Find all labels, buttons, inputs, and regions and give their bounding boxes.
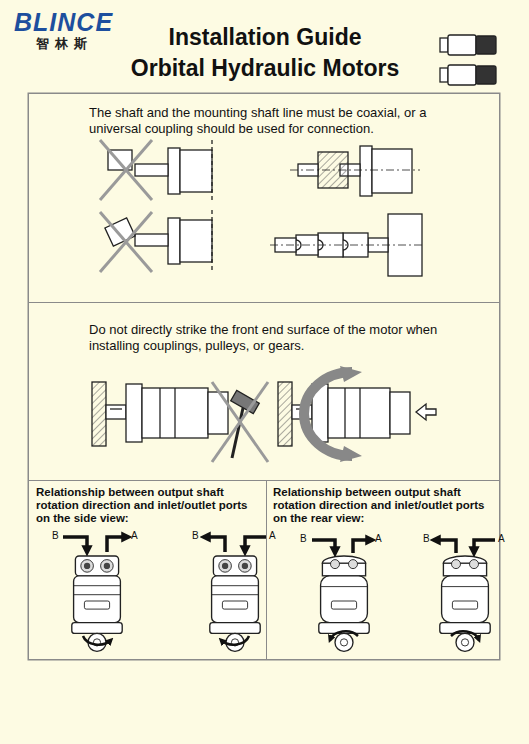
section-box: Do not directly strike the front end sur…	[28, 302, 500, 481]
brand-logo: BLINCE	[14, 10, 113, 35]
coaxial-figures	[105, 140, 425, 276]
turn-arrow	[304, 372, 352, 456]
port-label: A	[269, 531, 276, 541]
port-label: B	[192, 531, 199, 541]
section-box: The shaft and the mounting shaft line mu…	[28, 93, 500, 303]
turn-arrow-heads	[340, 366, 362, 462]
port-label: A	[375, 534, 382, 544]
section-text: The shaft and the mounting shaft line mu…	[89, 105, 469, 136]
port-label: A	[498, 534, 505, 544]
motor-icons	[440, 35, 496, 85]
flow-arrows	[63, 537, 495, 553]
port-label: B	[300, 534, 307, 544]
port-label: A	[131, 531, 138, 541]
rotation-motors	[72, 556, 490, 651]
section-box: Relationship between output shaft rotati…	[266, 480, 500, 660]
brand-chinese: 智林斯	[36, 37, 93, 50]
port-label: B	[52, 531, 59, 541]
wrong-marks	[100, 140, 152, 272]
panel-frame	[28, 93, 500, 660]
port-label: B	[423, 534, 430, 544]
rotation-arrows	[83, 631, 479, 644]
section-box: Relationship between output shaft rotati…	[28, 480, 267, 660]
section-text: Do not directly strike the front end sur…	[89, 322, 469, 353]
section-text: Relationship between output shaft rotati…	[273, 486, 497, 526]
wrong-marks	[212, 382, 268, 462]
striking-figures	[92, 382, 436, 458]
section-text: Relationship between output shaft rotati…	[36, 486, 264, 526]
page-title: Installation Guide Orbital Hydraulic Mot…	[130, 22, 400, 84]
